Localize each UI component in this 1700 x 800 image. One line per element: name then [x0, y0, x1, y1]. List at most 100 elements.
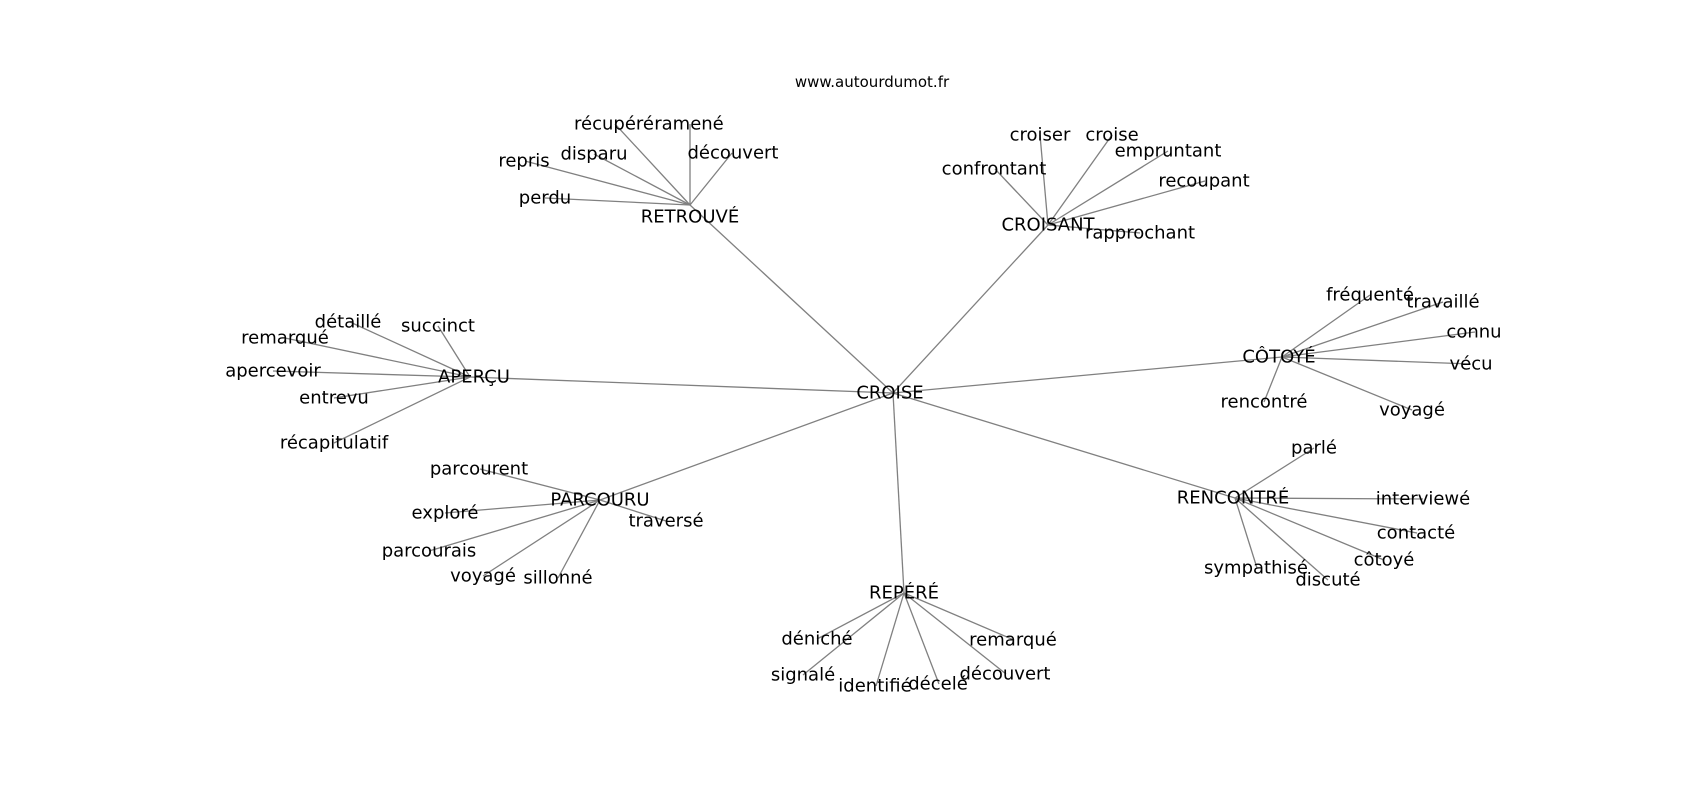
- leaf-word-parcouru-0[interactable]: parcourent: [430, 459, 528, 480]
- leaf-word-retrouve-2[interactable]: découvert: [687, 143, 778, 164]
- cluster-word-rencontre[interactable]: RENCONTRÉ: [1177, 487, 1289, 509]
- edge-croisant-0: [1039, 134, 1049, 226]
- edge-parcouru-4: [482, 499, 601, 577]
- leaf-word-croisant-0[interactable]: croiser: [1010, 125, 1071, 146]
- credit-text: www.autourdumot.fr: [795, 73, 950, 91]
- edge-repere-3: [903, 592, 1007, 675]
- edge-root-cotoye: [892, 356, 1283, 394]
- cluster-word-croisant[interactable]: CROISANT: [1001, 215, 1095, 236]
- cluster-word-repere[interactable]: REPÉRÉ: [869, 582, 939, 604]
- leaf-word-cotoye-2[interactable]: connu: [1446, 322, 1501, 343]
- leaf-word-apercu-3[interactable]: apercevoir: [225, 361, 321, 382]
- leaf-word-retrouve-4[interactable]: disparu: [560, 144, 627, 165]
- edge-apercu-3: [272, 370, 471, 378]
- leaf-word-apercu-5[interactable]: récapitulatif: [280, 433, 389, 454]
- leaf-word-apercu-0[interactable]: détaillé: [315, 312, 382, 333]
- leaf-word-rencontre-3[interactable]: côtoyé: [1354, 550, 1415, 571]
- edge-parcouru-3: [428, 499, 601, 552]
- edge-parcouru-5: [557, 499, 601, 579]
- edge-retrouve-5: [544, 197, 691, 206]
- edge-root-apercu: [469, 376, 894, 394]
- leaf-word-repere-2[interactable]: signalé: [771, 665, 835, 686]
- edge-rencontre-0: [1234, 447, 1315, 499]
- leaf-word-retrouve-1[interactable]: ramené: [654, 114, 724, 135]
- leaf-word-rencontre-5[interactable]: discuté: [1295, 570, 1360, 591]
- cluster-word-parcouru[interactable]: PARCOURU: [550, 490, 649, 511]
- leaf-word-repere-0[interactable]: déniché: [781, 629, 852, 650]
- leaf-word-croisant-5[interactable]: rapprochant: [1085, 223, 1195, 244]
- leaf-word-repere-5[interactable]: décelé: [908, 674, 968, 695]
- leaf-word-apercu-4[interactable]: entrevu: [299, 388, 369, 409]
- leaf-word-cotoye-3[interactable]: vécu: [1449, 354, 1492, 375]
- edge-cotoye-2: [1281, 331, 1476, 358]
- edge-root-rencontre: [892, 392, 1236, 499]
- edge-apercu-0: [349, 321, 471, 378]
- leaf-word-cotoye-0[interactable]: fréquenté: [1326, 285, 1414, 306]
- edge-repere-1: [903, 592, 1015, 641]
- edges-layer: [272, 123, 1476, 687]
- leaf-word-croisant-3[interactable]: confrontant: [942, 159, 1047, 180]
- edge-root-repere: [892, 392, 905, 594]
- edge-parcouru-2: [599, 499, 667, 522]
- edge-rencontre-5: [1234, 497, 1329, 581]
- leaf-word-parcouru-3[interactable]: parcourais: [382, 541, 477, 562]
- leaf-word-croisant-4[interactable]: recoupant: [1158, 171, 1249, 192]
- leaf-word-rencontre-2[interactable]: contacté: [1377, 523, 1455, 544]
- edge-croisant-3: [994, 168, 1049, 226]
- edge-retrouve-2: [689, 152, 733, 206]
- leaf-word-repere-4[interactable]: identifié: [838, 676, 911, 697]
- edge-parcouru-1: [444, 499, 601, 514]
- edge-apercu-2: [284, 337, 471, 378]
- leaf-word-retrouve-3[interactable]: repris: [498, 151, 549, 172]
- edge-apercu-4: [333, 376, 471, 399]
- leaf-word-cotoye-5[interactable]: voyagé: [1379, 400, 1445, 421]
- edge-rencontre-2: [1234, 497, 1418, 534]
- leaf-word-apercu-1[interactable]: succinct: [401, 316, 475, 337]
- edge-croisant-5: [1047, 224, 1141, 234]
- edge-cotoye-5: [1281, 356, 1413, 411]
- edge-cotoye-1: [1281, 301, 1444, 358]
- leaf-word-parcouru-5[interactable]: sillonné: [523, 568, 592, 589]
- leaf-word-retrouve-0[interactable]: récupéré: [574, 114, 654, 135]
- edge-rencontre-1: [1234, 497, 1424, 500]
- edge-croisant-4: [1047, 180, 1206, 226]
- leaf-word-retrouve-5[interactable]: perdu: [519, 188, 571, 209]
- edge-retrouve-3: [524, 160, 691, 206]
- edge-parcouru-0: [479, 468, 601, 501]
- edge-cotoye-0: [1281, 294, 1371, 358]
- leaf-word-croisant-1[interactable]: croise: [1085, 125, 1138, 146]
- leaf-word-parcouru-1[interactable]: exploré: [412, 503, 479, 524]
- leaf-word-repere-3[interactable]: découvert: [959, 664, 1050, 685]
- cluster-word-cotoye[interactable]: CÔTOYÉ: [1242, 346, 1315, 368]
- leaf-word-cotoye-1[interactable]: travaillé: [1406, 292, 1479, 313]
- edge-croisant-1: [1047, 134, 1113, 226]
- root-word[interactable]: CROISE: [856, 383, 923, 404]
- leaf-word-rencontre-1[interactable]: interviewé: [1376, 489, 1470, 510]
- leaf-word-rencontre-4[interactable]: sympathisé: [1204, 558, 1308, 579]
- edge-croisant-2: [1047, 150, 1169, 226]
- cluster-word-apercu[interactable]: APERÇU: [438, 367, 510, 388]
- edge-repere-0: [816, 592, 905, 640]
- edge-root-croisant: [892, 224, 1049, 394]
- leaf-word-parcouru-2[interactable]: traversé: [628, 511, 703, 532]
- leaf-word-parcouru-4[interactable]: voyagé: [450, 566, 516, 587]
- edge-cotoye-4: [1263, 356, 1283, 403]
- edge-root-retrouve: [689, 204, 894, 394]
- edge-apercu-1: [437, 325, 471, 378]
- edge-rencontre-4: [1234, 497, 1258, 569]
- edge-root-parcouru: [599, 392, 894, 501]
- edge-apercu-5: [333, 376, 471, 444]
- edge-cotoye-3: [1281, 356, 1472, 365]
- cluster-word-retrouve[interactable]: RETROUVÉ: [641, 206, 739, 228]
- edge-rencontre-3: [1234, 497, 1385, 561]
- edge-retrouve-4: [593, 153, 691, 206]
- edge-repere-5: [903, 592, 940, 685]
- leaf-word-croisant-2[interactable]: empruntant: [1115, 141, 1222, 162]
- leaf-word-apercu-2[interactable]: remarqué: [241, 328, 329, 349]
- edge-repere-2: [802, 592, 905, 676]
- leaf-word-repere-1[interactable]: remarqué: [969, 630, 1057, 651]
- leaf-word-rencontre-0[interactable]: parlé: [1291, 438, 1337, 459]
- leaf-word-cotoye-4[interactable]: rencontré: [1221, 392, 1308, 413]
